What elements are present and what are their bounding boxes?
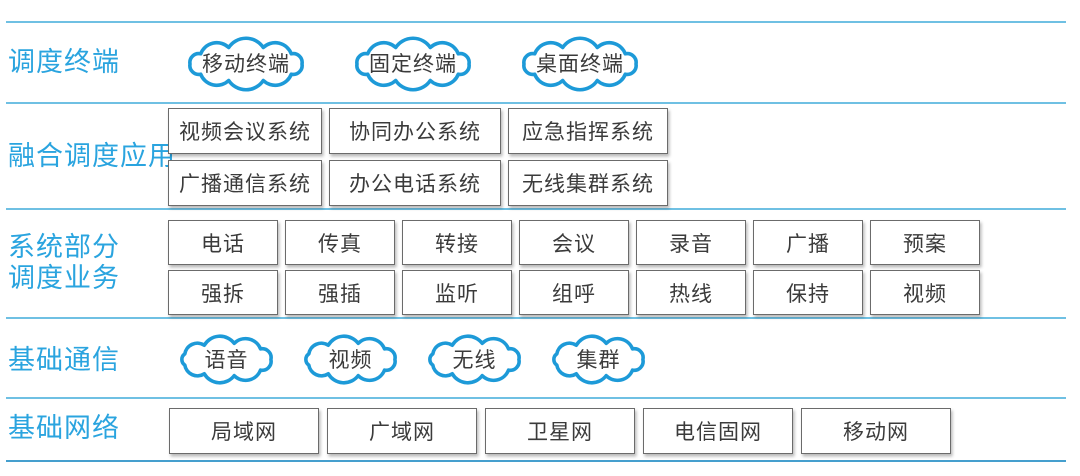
box-video-conference-system: 视频会议系统 [168,108,322,154]
cloud-label: 集群 [576,348,621,372]
separator-line [6,397,1066,399]
separator-line [6,102,1066,104]
box-broadcast: 广播 [753,220,863,265]
box-force-release: 强拆 [168,270,278,315]
services-box-grid: 电话 传真 转接 会议 录音 广播 预案 强拆 强插 监听 组呼 热线 保持 视… [168,220,980,315]
box-satellite-network: 卫星网 [485,408,635,454]
band-label-system-dispatch-services: 系统部分 调度业务 [8,232,120,294]
separator-line [6,317,1066,319]
cloud-outline-icon [522,36,638,92]
box-recording: 录音 [636,220,746,265]
cloud-mobile-terminal: 移动终端 [176,35,316,93]
cloud-label: 无线 [452,348,497,372]
box-transfer: 转接 [402,220,512,265]
box-video: 视频 [870,270,980,315]
box-monitor: 监听 [402,270,512,315]
cloud-fixed-terminal: 固定终端 [343,35,483,93]
terminal-clouds-row: 移动终端 固定终端 桌面终端 [176,35,650,93]
cloud-label: 桌面终端 [536,53,624,76]
cloud-label: 视频 [328,348,373,372]
cloud-label: 固定终端 [369,53,457,76]
band-label-dispatch-terminals: 调度终端 [8,47,120,77]
box-hold: 保持 [753,270,863,315]
box-broadcast-communication-system: 广播通信系统 [168,160,322,206]
band-label-line-1: 系统部分 [8,232,120,262]
cloud-label: 语音 [204,348,249,372]
box-force-insert: 强插 [285,270,395,315]
band-label-converged-dispatch-apps: 融合调度应用 [8,141,176,171]
box-hotline: 热线 [636,270,746,315]
box-plan: 预案 [870,220,980,265]
network-box-grid: 局域网 广域网 卫星网 电信固网 移动网 [169,408,951,454]
box-collaborative-office-system: 协同办公系统 [329,108,501,154]
box-fax: 传真 [285,220,395,265]
box-office-telephone-system: 办公电话系统 [329,160,501,206]
band-label-basic-communication: 基础通信 [8,345,120,375]
cloud-label: 移动终端 [202,53,290,76]
box-group-call: 组呼 [519,270,629,315]
box-emergency-command-system: 应急指挥系统 [508,108,668,154]
communication-clouds-row: 语音 视频 无线 集群 [171,332,654,387]
cloud-trunking: 集群 [543,332,654,387]
cloud-outline-icon [552,334,645,385]
cloud-wireless: 无线 [419,332,530,387]
cloud-desktop-terminal: 桌面终端 [510,35,650,93]
apps-box-grid: 视频会议系统 协同办公系统 应急指挥系统 广播通信系统 办公电话系统 无线集群系… [168,108,668,206]
band-label-basic-network: 基础网络 [8,413,120,443]
box-mobile-network: 移动网 [801,408,951,454]
box-wireless-trunking-system: 无线集群系统 [508,160,668,206]
cloud-outline-icon [304,334,397,385]
separator-line [6,460,1066,462]
box-conference: 会议 [519,220,629,265]
separator-line [6,21,1066,23]
box-lan: 局域网 [169,408,319,454]
cloud-outline-icon [355,36,471,92]
box-wan: 广域网 [327,408,477,454]
band-label-line-2: 调度业务 [8,263,120,293]
box-telecom-fixed-network: 电信固网 [643,408,793,454]
cloud-outline-icon [428,334,521,385]
cloud-voice: 语音 [171,332,282,387]
cloud-outline-icon [180,334,273,385]
separator-line [6,208,1066,210]
box-telephone: 电话 [168,220,278,265]
cloud-video: 视频 [295,332,406,387]
cloud-outline-icon [188,36,304,92]
